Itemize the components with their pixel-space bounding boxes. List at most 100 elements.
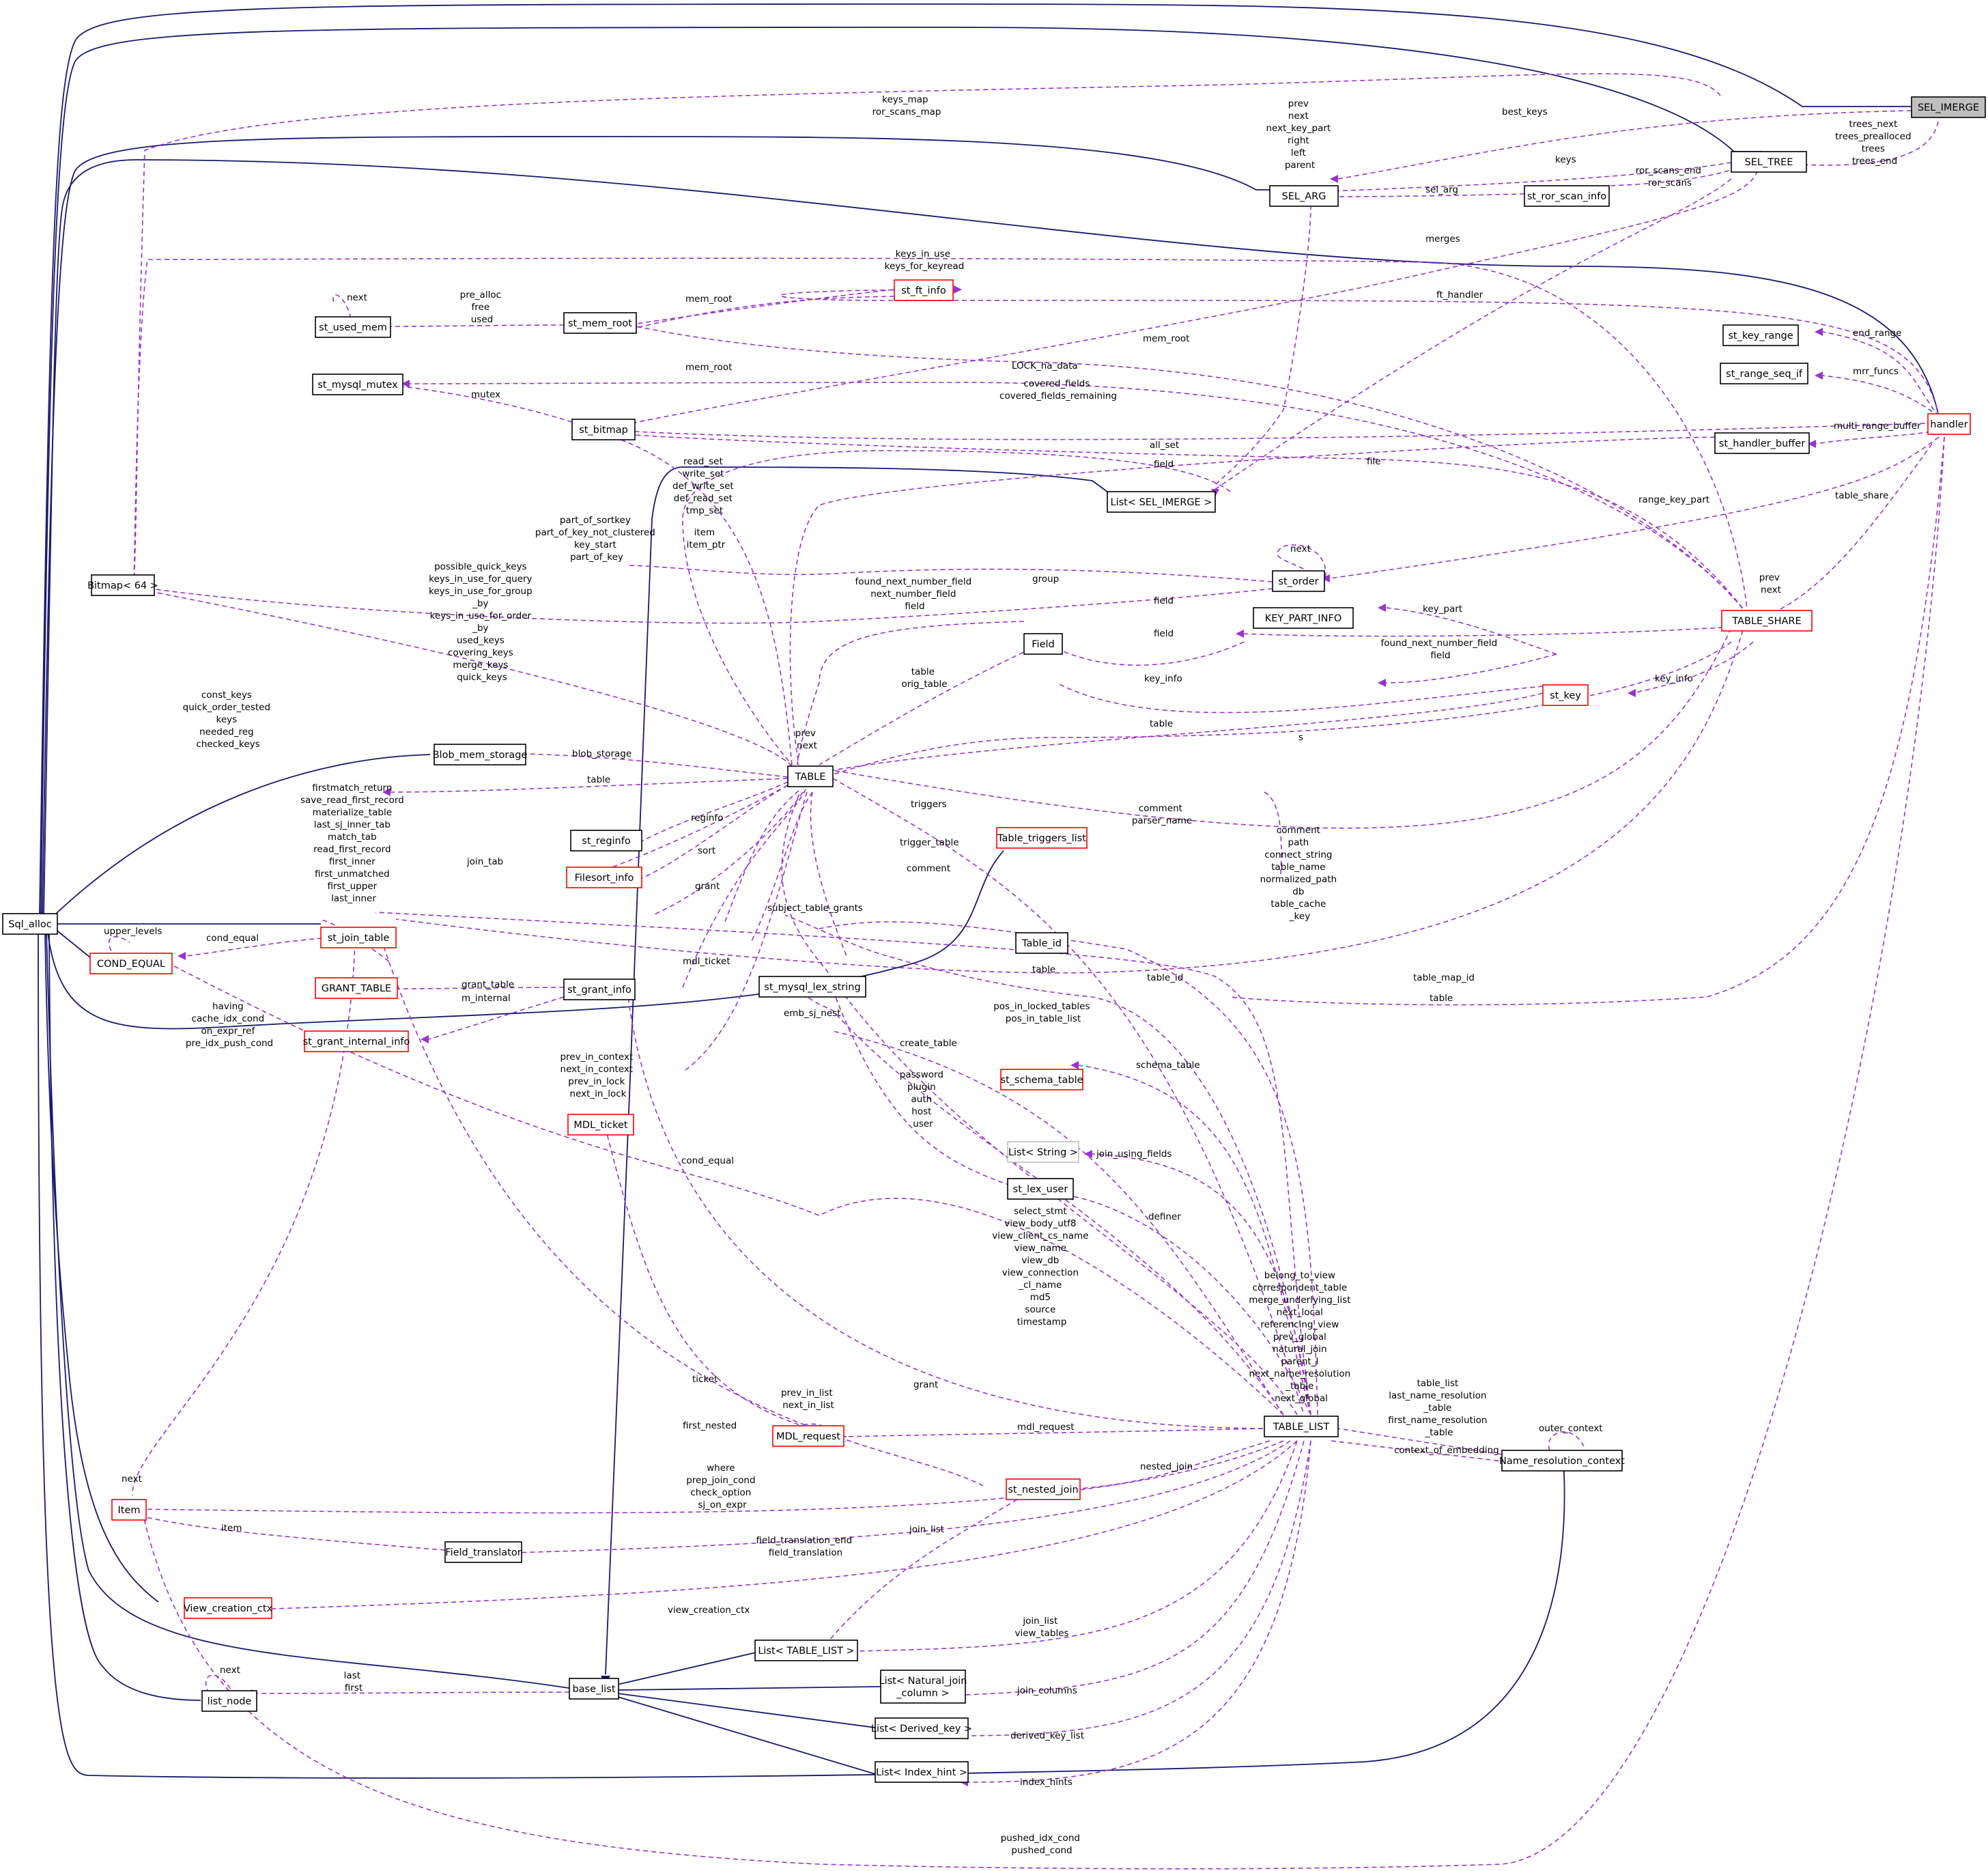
node-list-string[interactable]: List< String > [1007, 1141, 1079, 1163]
node-st-mem-root[interactable]: st_mem_root [563, 312, 637, 334]
node-label: st_mysql_mutex [317, 380, 398, 391]
edge-label-sel-arg-self: prev next next_key_part right left paren… [1266, 98, 1333, 171]
edge-label-cond-equal: cond_equal [206, 933, 259, 944]
node-list-derived-key[interactable]: List< Derived_key > [871, 1717, 972, 1739]
node-st-lex-user[interactable]: st_lex_user [1007, 1178, 1074, 1200]
node-st-join-table[interactable]: st_join_table [320, 927, 397, 948]
node-label: st_key_range [1728, 330, 1793, 341]
node-st-order[interactable]: st_order [1272, 570, 1325, 592]
node-st-used-mem[interactable]: st_used_mem [315, 316, 391, 338]
node-field[interactable]: Field [1023, 633, 1063, 655]
node-sel-imerge[interactable]: SEL_IMERGE [1911, 96, 1986, 118]
node-label: st_handler_buffer [1719, 438, 1805, 449]
node-grant-table[interactable]: GRANT_TABLE [315, 977, 398, 999]
node-st-grant-info[interactable]: st_grant_info [563, 979, 636, 1000]
node-list-node[interactable]: list_node [201, 1690, 257, 1712]
node-mdl-request[interactable]: MDL_request [772, 1425, 844, 1447]
node-list-index-hint[interactable]: List< Index_hint > [875, 1761, 969, 1783]
node-table-id[interactable]: Table_id [1015, 932, 1068, 954]
edge-label-order-next: next [1290, 544, 1311, 554]
edge-label-table-3: table [1032, 964, 1055, 975]
node-list-table-list[interactable]: List< TABLE_LIST > [754, 1640, 858, 1661]
node-mdl-ticket[interactable]: MDL_ticket [567, 1114, 634, 1136]
node-label: st_ror_scan_info [1527, 191, 1606, 202]
edge-label-part-of-sortkey: part_of_sortkey part_of_key_not_clustere… [535, 515, 658, 563]
node-label: _column > [896, 1688, 949, 1699]
node-label: List< SEL_IMERGE > [1111, 497, 1212, 508]
node-table-share[interactable]: TABLE_SHARE [1721, 610, 1813, 632]
edge-label-mutex: mutex [471, 389, 500, 400]
node-sql-alloc[interactable]: Sql_alloc [2, 913, 58, 935]
node-name-resolution-context[interactable]: Name_resolution_context [1499, 1450, 1625, 1472]
edge-label-mrr-funcs: mrr_funcs [1853, 366, 1899, 377]
node-cond-equal[interactable]: COND_EQUAL [89, 953, 173, 974]
node-label: st_ft_info [901, 285, 946, 296]
node-table-triggers-list[interactable]: Table_triggers_list [996, 827, 1088, 849]
edge-label-lock-ha-data: LOCK_ha_data [1012, 361, 1078, 371]
node-st-mysql-mutex[interactable]: st_mysql_mutex [312, 374, 403, 395]
node-st-range-seq-if[interactable]: st_range_seq_if [1720, 363, 1808, 384]
edge-label-belong-to-view: belong_to_view correspondent_table merge… [1249, 1270, 1353, 1404]
node-label: st_bitmap [579, 425, 628, 436]
edge-label-key-info-2: key_info [1655, 673, 1693, 684]
edge-label-table-orig: table orig_table [901, 666, 947, 690]
node-table-list[interactable]: TABLE_LIST [1264, 1416, 1339, 1437]
edge-label-ft-handler: ft_handler [1436, 290, 1483, 300]
node-st-ror-scan-info[interactable]: st_ror_scan_info [1524, 185, 1610, 207]
node-sel-tree[interactable]: SEL_TREE [1731, 151, 1807, 173]
node-filesort-info[interactable]: Filesort_info [566, 867, 642, 888]
node-st-key-range[interactable]: st_key_range [1722, 324, 1799, 346]
edge-label-keys-in-use: keys_in_use keys_for_keyread [885, 249, 965, 272]
node-st-ft-info[interactable]: st_ft_info [894, 279, 954, 301]
node-label: base_list [572, 1684, 615, 1695]
edge-label-pos-in-locked: pos_in_locked_tables pos_in_table_list [993, 1001, 1093, 1024]
edge-label-keys-map: keys_map ror_scans_map [872, 94, 941, 117]
node-st-reginfo[interactable]: st_reginfo [570, 830, 642, 852]
node-label: TABLE [795, 772, 826, 783]
node-st-bitmap[interactable]: st_bitmap [571, 419, 636, 440]
edge-label-covered-fields: covered_fields covered_fields_remaining [999, 378, 1117, 402]
edge-label-const-keys: const_keys quick_order_tested keys neede… [183, 690, 274, 750]
node-label: Field_translator [445, 1547, 521, 1558]
node-label: Table_id [1021, 938, 1062, 949]
edge-label-cond-equal-2: cond_equal [681, 1155, 734, 1166]
node-label: list_node [208, 1696, 252, 1707]
edge-label-outer-context: outer_context [1539, 1423, 1603, 1434]
node-st-grant-internal-info[interactable]: st_grant_internal_info [303, 1030, 410, 1052]
edge-label-field-3: field [1154, 628, 1174, 639]
edge-label-table-1: table [1150, 718, 1173, 729]
node-list-sel-imerge[interactable]: List< SEL_IMERGE > [1107, 491, 1216, 513]
node-st-key[interactable]: st_key [1542, 684, 1589, 706]
edge-label-possible-quick-keys: possible_quick_keys keys_in_use_for_quer… [429, 561, 535, 683]
node-st-nested-join[interactable]: st_nested_join [1006, 1478, 1081, 1500]
node-view-creation-ctx[interactable]: View_creation_ctx [184, 1597, 273, 1619]
node-st-mysql-lex-string[interactable]: st_mysql_lex_string [758, 976, 866, 998]
node-base-list[interactable]: base_list [569, 1678, 619, 1700]
edge-label-mdl-request: mdl_request [1017, 1422, 1075, 1433]
node-field-translator[interactable]: Field_translator [444, 1541, 522, 1563]
node-sel-arg[interactable]: SEL_ARG [1269, 185, 1339, 207]
edge-label-item-next: next [122, 1474, 142, 1485]
node-label: List< Index_hint > [876, 1767, 967, 1778]
node-handler[interactable]: handler [1927, 413, 1971, 435]
node-bitmap64[interactable]: Bitmap< 64 > [87, 574, 158, 596]
edge-labels: keys_map ror_scans_map best_keys trees_n… [104, 94, 1921, 1856]
node-key-part-info[interactable]: KEY_PART_INFO [1253, 607, 1354, 629]
edge-label-prev-in-list: prev_in_list next_in_list [781, 1388, 836, 1411]
edge-label-merges: merges [1425, 234, 1460, 244]
node-label: KEY_PART_INFO [1265, 613, 1342, 624]
edge-label-key-info: key_info [1144, 673, 1182, 684]
node-st-schema-table[interactable]: st_schema_table [1000, 1069, 1083, 1091]
edge-label-share-strings: comment path connect_string table_name n… [1260, 825, 1340, 922]
node-blob-mem-storage[interactable]: Blob_mem_storage [433, 744, 528, 765]
edge-label-pushed-idx-cond: pushed_idx_cond pushed_cond [1001, 1833, 1083, 1856]
node-label: Field [1032, 639, 1054, 650]
usage-edges [108, 73, 1945, 1870]
edge-label-view-creation-ctx: view_creation_ctx [668, 1605, 750, 1616]
node-list-natural-join-column[interactable]: List< Natural_join _column > [879, 1670, 967, 1704]
node-st-handler-buffer[interactable]: st_handler_buffer [1714, 432, 1810, 454]
node-item[interactable]: Item [111, 1499, 147, 1521]
node-table[interactable]: TABLE [787, 765, 834, 787]
node-label: st_mysql_lex_string [764, 982, 860, 993]
edge-label-end-range: end_range [1853, 328, 1901, 339]
